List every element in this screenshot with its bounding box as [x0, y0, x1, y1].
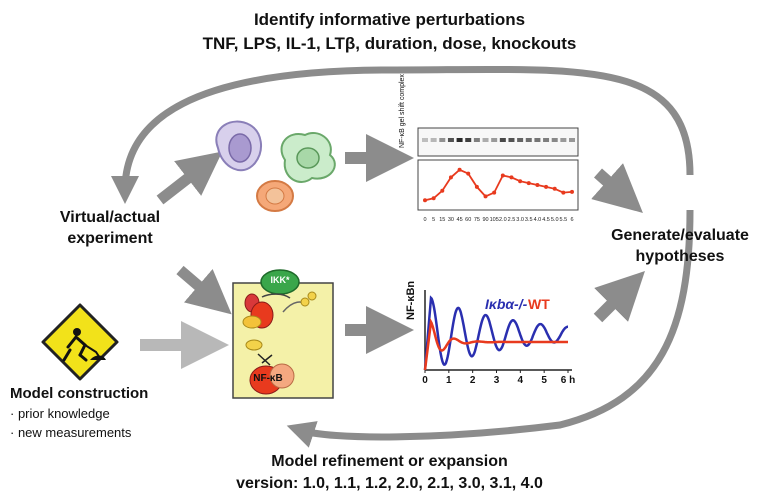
sim-tick-label: 6 h	[561, 375, 575, 386]
gel-band	[543, 138, 550, 142]
cells-illustration	[215, 120, 336, 212]
top-title: Identify informative perturbations	[253, 10, 526, 29]
right-node-line2: hypotheses	[635, 248, 725, 265]
gel-tick-label: 75	[474, 217, 480, 223]
gel-point	[518, 179, 523, 184]
ikk-label: IKK*	[270, 275, 290, 285]
gel-tick-label: 5.0	[551, 217, 559, 223]
sim-tick-label: 4	[518, 375, 524, 386]
gel-tick-label: 3.5	[525, 217, 533, 223]
gel-tick-label: 2.5	[508, 217, 516, 223]
gel-band	[525, 138, 532, 142]
gel-tick-label: 15	[439, 217, 445, 223]
bottom-versions: version: 1.0, 1.1, 1.2, 2.0, 2.1, 3.0, 3…	[236, 475, 543, 492]
gel-point	[526, 181, 531, 186]
sim-ylabel: NF-κBn	[405, 280, 417, 320]
gel-tick-label: 45	[457, 217, 463, 223]
left-node-line1: Virtual/actual	[59, 209, 161, 226]
series-wt	[423, 317, 568, 371]
gel-band	[499, 138, 506, 142]
legend-wt: WT	[528, 296, 550, 312]
gel-band	[517, 138, 524, 142]
gel-tick-label: 0	[423, 217, 426, 223]
sim-tick-label: 0	[422, 375, 428, 386]
gel-band	[473, 138, 480, 142]
gel-tick-label: 5.5	[560, 217, 568, 223]
gel-point	[492, 190, 497, 195]
gel-band	[439, 138, 446, 142]
sim-tick-label: 3	[494, 375, 500, 386]
sim-tick-label: 1	[446, 375, 452, 386]
gel-point	[457, 167, 462, 172]
nfkb-label: NF-κB	[253, 373, 283, 384]
gel-band	[456, 138, 463, 142]
gel-point	[474, 184, 479, 189]
bottom-loop-arrow	[286, 209, 694, 448]
gel-tick-label: 5	[432, 217, 435, 223]
gel-bands	[422, 138, 575, 142]
legend-knockout: Iκbα-/-	[485, 296, 528, 312]
gel-point	[535, 183, 540, 187]
arrow-to-model	[176, 265, 232, 315]
gel-point	[509, 175, 514, 180]
gel-point	[466, 171, 471, 176]
gel-tick-label: 105	[490, 217, 499, 223]
arrow-sim-to-hypotheses	[593, 271, 645, 323]
left-node-line2: experiment	[67, 230, 153, 247]
gel-tick-label: 4.0	[534, 217, 542, 223]
series-ikba-knockout	[423, 295, 568, 371]
top-subtitle: TNF, LPS, IL-1, LTβ, duration, dose, kno…	[202, 34, 577, 53]
sim-tick-label: 5	[541, 375, 547, 386]
gel-band	[447, 138, 454, 142]
gel-point	[448, 175, 453, 180]
gel-band	[430, 138, 437, 142]
construction-sign-icon	[41, 303, 119, 381]
gel-tick-label: 3.0	[516, 217, 524, 223]
sim-x-ticks: 0 1 2 3 4 5 6 h	[422, 370, 575, 386]
gel-shift-series	[423, 167, 574, 203]
gel-band	[534, 138, 541, 142]
model-construction-item: · new measurements	[10, 425, 132, 440]
gel-band	[482, 138, 489, 142]
bottom-title: Model refinement or expansion	[271, 453, 508, 470]
model-network-box	[232, 269, 334, 399]
model-construction-title: Model construction	[10, 385, 149, 402]
gel-tick-label: 90	[482, 217, 488, 223]
gel-tick-label: 2.0	[499, 217, 507, 223]
gel-band	[508, 138, 515, 142]
gel-tick-label: 4.5	[542, 217, 550, 223]
arrow-to-cells	[156, 151, 223, 205]
gel-point	[570, 189, 574, 194]
top-loop-arrow	[111, 65, 694, 204]
gel-point	[423, 198, 427, 203]
gel-tick-label: 30	[448, 217, 454, 223]
gel-point	[561, 190, 566, 195]
model-construction-item: · prior knowledge	[10, 406, 110, 421]
gel-point	[500, 173, 505, 178]
gel-point	[431, 196, 436, 201]
arrow-data-to-hypotheses	[591, 163, 643, 213]
gel-point	[440, 188, 445, 193]
gel-point	[544, 184, 549, 189]
gel-band	[491, 138, 498, 142]
gel-ylabel: NF-κB gel shift complex	[399, 74, 406, 148]
sim-tick-label: 2	[470, 375, 476, 386]
gel-point	[483, 194, 488, 199]
gel-band	[422, 138, 428, 142]
gel-band	[569, 138, 575, 142]
right-node-line1: Generate/evaluate	[611, 227, 749, 244]
gel-tick-label: 6	[570, 217, 573, 223]
simulation-chart: 0 1 2 3 4 5 6 h	[422, 290, 575, 386]
gel-band	[551, 138, 558, 142]
gel-band	[560, 138, 567, 142]
gel-band	[465, 138, 472, 142]
gel-point	[552, 186, 557, 191]
gel-tick-label: 60	[465, 217, 471, 223]
